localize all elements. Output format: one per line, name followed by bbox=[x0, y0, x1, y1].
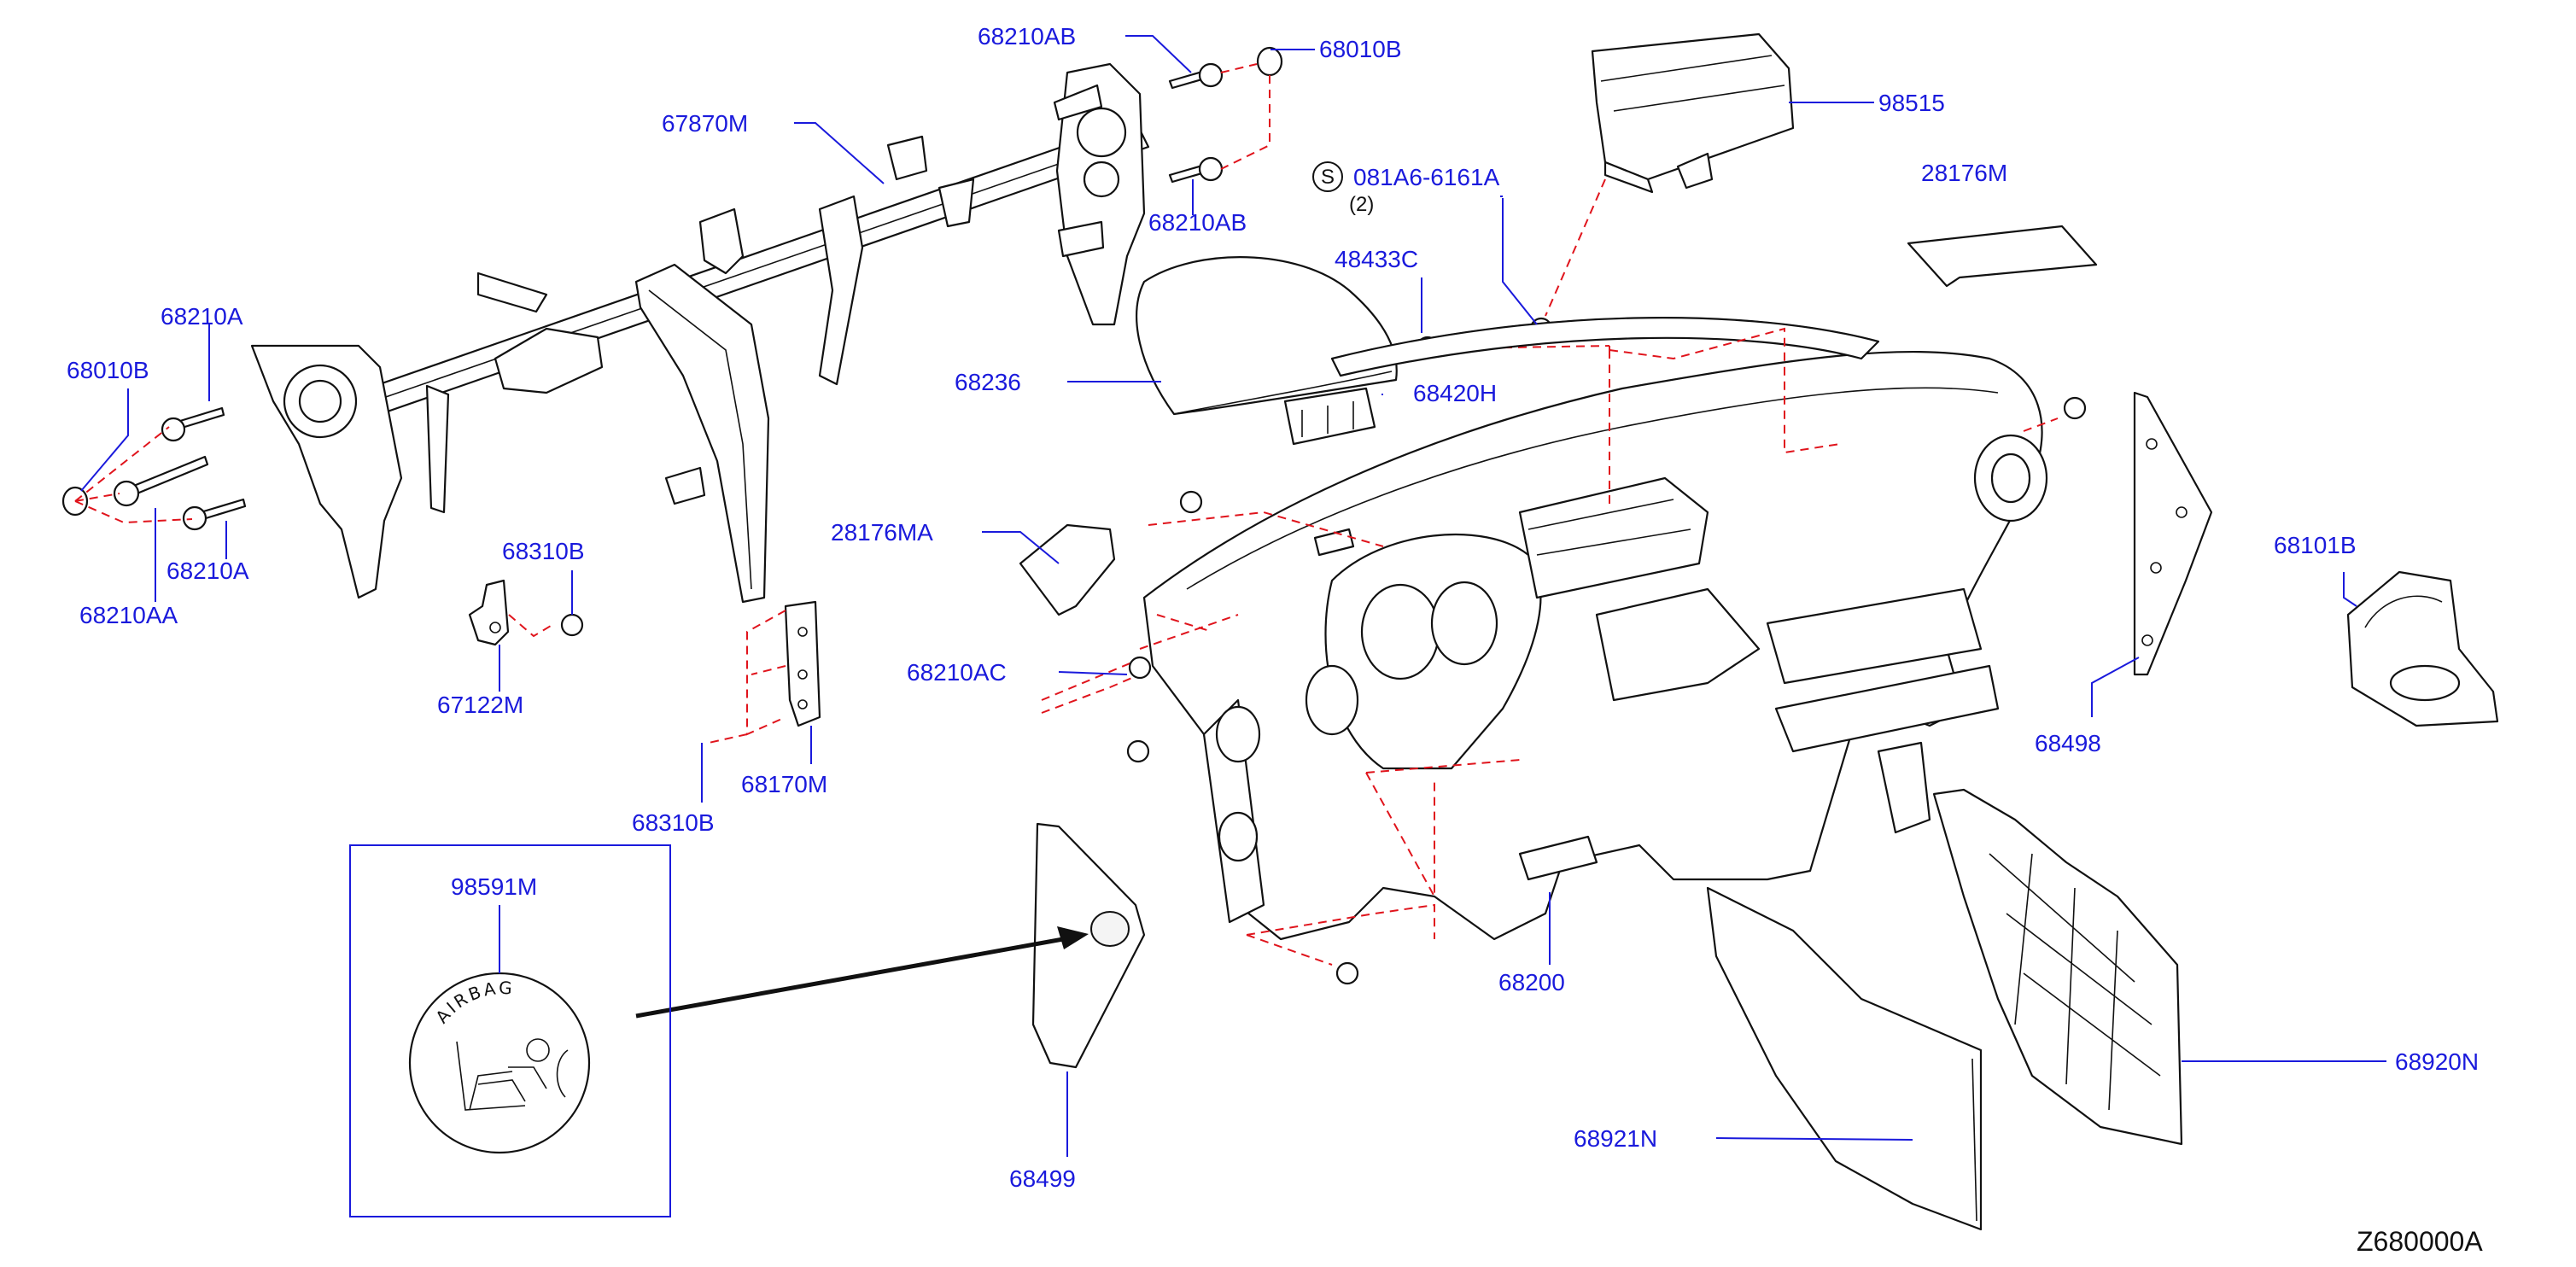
label-68210AA: 68210AA bbox=[79, 602, 178, 628]
panel-mount-lines bbox=[1041, 327, 2059, 966]
callout-labels: 68210AB 68010B 98515 67870M S 081A6-6161… bbox=[67, 23, 2483, 1257]
seat-airbag-icon bbox=[456, 1038, 569, 1111]
label-98515: 98515 bbox=[1878, 90, 1945, 116]
label-68210AC: 68210AC bbox=[907, 659, 1007, 686]
label-67122M: 67122M bbox=[437, 692, 523, 718]
standard-part-letter: S bbox=[1321, 166, 1335, 189]
standard-part-symbol bbox=[1312, 161, 1343, 192]
instrument-panel-68200 bbox=[1142, 317, 2048, 941]
inset-box: AIRBAG bbox=[349, 844, 671, 1217]
label-68210A-top: 68210A bbox=[161, 303, 243, 330]
finisher-68498 bbox=[2133, 391, 2213, 676]
label-081A6-qty: (2) bbox=[1349, 193, 1374, 216]
label-68010B-left: 68010B bbox=[67, 357, 149, 383]
label-68210AB-top: 68210AB bbox=[978, 23, 1076, 50]
label-68170M: 68170M bbox=[741, 771, 827, 797]
lower-panel-68921N bbox=[1706, 886, 1983, 1231]
top-fasteners bbox=[1168, 46, 1283, 184]
label-plate-68499 bbox=[1031, 822, 1146, 1069]
label-28176M: 28176M bbox=[1921, 160, 2007, 186]
label-67870M: 67870M bbox=[662, 110, 748, 137]
label-68498: 68498 bbox=[2035, 730, 2101, 756]
label-68499: 68499 bbox=[1009, 1165, 1076, 1192]
label-98591M: 98591M bbox=[451, 873, 537, 900]
label-68236: 68236 bbox=[955, 369, 1021, 395]
label-48433C: 48433C bbox=[1335, 246, 1418, 272]
lower-cover-68920N bbox=[1932, 788, 2183, 1146]
label-68210AB-mid: 68210AB bbox=[1148, 209, 1247, 236]
label-68010B-top: 68010B bbox=[1319, 36, 1402, 62]
label-68920N: 68920N bbox=[2395, 1048, 2479, 1075]
cup-holder-68101B bbox=[2346, 570, 2499, 727]
dash-fasteners bbox=[1126, 396, 2087, 985]
left-fasteners bbox=[61, 406, 247, 531]
steering-member bbox=[250, 62, 1150, 604]
airbag-module-98515 bbox=[1529, 32, 1795, 341]
side-bracket-68170M bbox=[708, 600, 821, 744]
label-68310B-low: 68310B bbox=[632, 809, 715, 836]
meter-hood-68236 bbox=[1136, 256, 1398, 416]
label-68200: 68200 bbox=[1498, 969, 1565, 996]
cover-28176M bbox=[1907, 225, 2098, 288]
clip-68420H bbox=[1283, 387, 1376, 446]
label-081A6-6161A: 081A6-6161A bbox=[1353, 164, 1500, 190]
pointer-arrow bbox=[635, 926, 1089, 1019]
label-68210A-low: 68210A bbox=[166, 558, 249, 584]
label-68420H: 68420H bbox=[1413, 380, 1497, 406]
label-28176MA: 28176MA bbox=[831, 519, 933, 546]
label-68101B: 68101B bbox=[2274, 532, 2357, 558]
leader-lines bbox=[80, 35, 2386, 1157]
bracket-67122M bbox=[468, 579, 584, 646]
diagram-reference-code: Z680000A bbox=[2357, 1226, 2483, 1257]
cap-28176MA bbox=[1019, 523, 1116, 616]
label-68310B-top: 68310B bbox=[502, 538, 585, 564]
label-68921N: 68921N bbox=[1574, 1125, 1657, 1152]
